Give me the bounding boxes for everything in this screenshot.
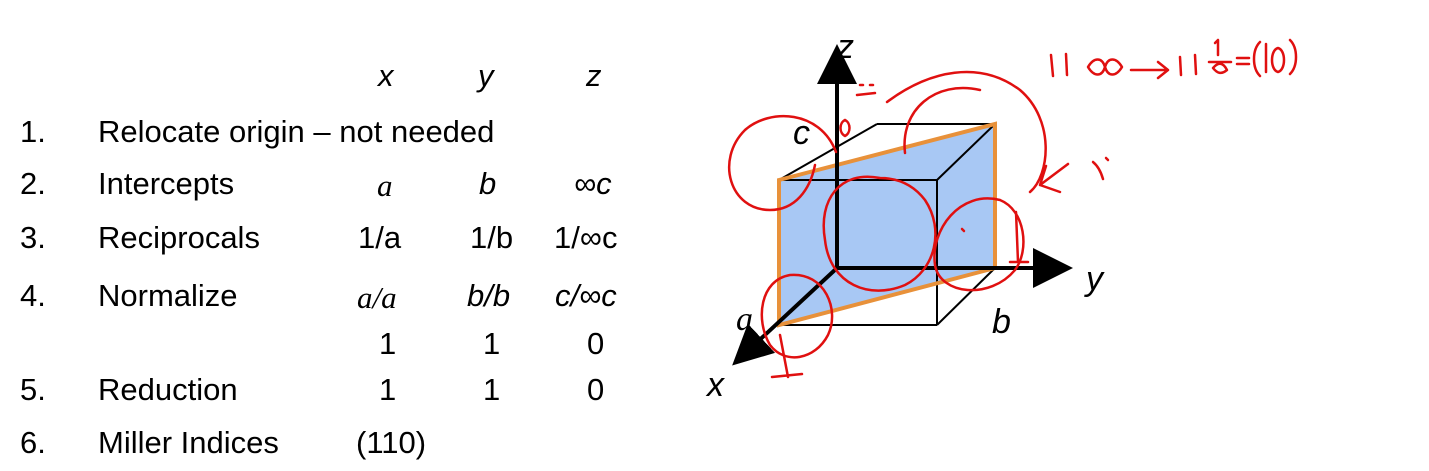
step-2-z-value: ∞c <box>574 166 612 201</box>
step-3-number: 3. <box>20 220 46 255</box>
step-3-y-value: 1/b <box>470 220 514 255</box>
step-5-x-value: 1 <box>379 372 397 407</box>
y-axis-label: y <box>1084 260 1105 298</box>
step-2-x-value: a <box>377 168 393 203</box>
c-intercept-label: c <box>793 114 810 152</box>
step-3-x-value: 1/a <box>358 220 402 255</box>
step-5-number: 5. <box>20 372 46 407</box>
plane-110 <box>779 124 995 325</box>
step-4-label: Normalize <box>98 278 238 313</box>
header-z: z <box>586 58 602 93</box>
b-intercept-label: b <box>992 303 1011 341</box>
step-2-y-value: b <box>479 166 497 201</box>
step-2-number: 2. <box>20 166 46 201</box>
x-axis-label: x <box>705 366 725 404</box>
step-4-z-value: c/∞c <box>555 278 617 313</box>
step-5-z-value: 0 <box>587 372 605 407</box>
header-x: x <box>378 58 394 93</box>
miller-indices-value: (110) <box>356 425 427 460</box>
step-5-label: Reduction <box>98 372 238 407</box>
step-4-number: 4. <box>20 278 46 313</box>
a-intercept-label: a <box>736 301 753 338</box>
step-6-number: 6. <box>20 425 46 460</box>
step-1-label: Relocate origin – not needed <box>98 114 495 149</box>
step-6-label: Miller Indices <box>98 425 279 460</box>
step-2-label: Intercepts <box>98 166 235 201</box>
step-4-y-value: b/b <box>467 278 511 313</box>
x-axis <box>732 266 839 366</box>
step-1-number: 1. <box>20 114 46 149</box>
normalize-result-y: 1 <box>483 326 501 361</box>
step-5-y-value: 1 <box>483 372 501 407</box>
handwritten-annotations <box>728 38 1298 379</box>
z-axis-label: z <box>836 28 854 66</box>
step-4-x-value: a/a <box>357 280 397 315</box>
normalize-result-x: 1 <box>379 326 397 361</box>
header-y: y <box>478 58 494 93</box>
axes <box>732 44 1073 366</box>
step-3-label: Reciprocals <box>98 220 260 255</box>
normalize-result-z: 0 <box>587 326 605 361</box>
step-3-z-value: 1/∞c <box>554 220 618 255</box>
